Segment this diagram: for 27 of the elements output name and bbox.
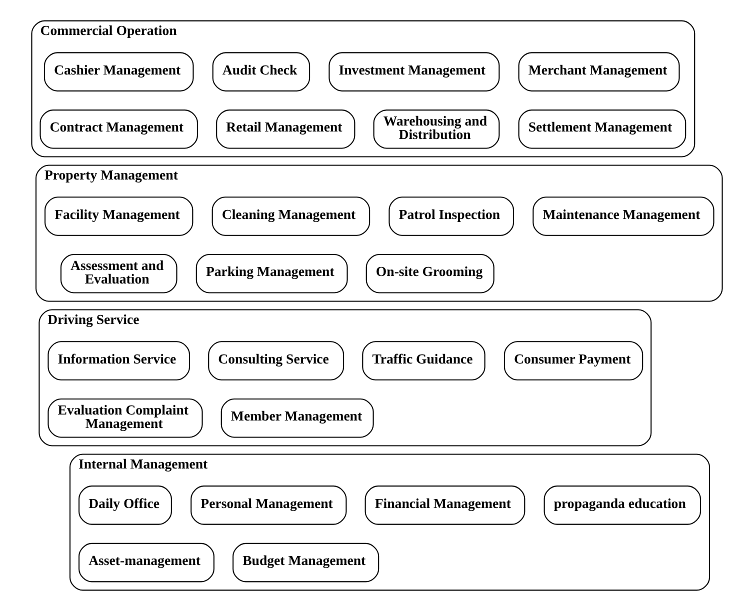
node-box: Asset-management bbox=[78, 542, 214, 582]
node-box: Patrol Inspection bbox=[388, 196, 514, 236]
node-box: Budget Management bbox=[232, 542, 379, 582]
node-box: On-site Grooming bbox=[365, 254, 494, 294]
node-box: Information Service bbox=[47, 341, 190, 380]
node-box: Parking Management bbox=[195, 254, 348, 294]
node-box: Maintenance Management bbox=[532, 196, 714, 236]
node-box: Facility Management bbox=[44, 196, 193, 236]
node-box: Consumer Payment bbox=[503, 341, 643, 380]
node-box: Settlement Management bbox=[518, 110, 686, 149]
node-box: Cleaning Management bbox=[211, 196, 370, 236]
node-box: Warehousing and Distribution bbox=[372, 110, 500, 149]
node-box: Traffic Guidance bbox=[362, 341, 485, 380]
node-box: Retail Management bbox=[216, 110, 355, 149]
node-box: Audit Check bbox=[212, 52, 310, 92]
node-box: Investment Management bbox=[328, 52, 500, 92]
node-box: Personal Management bbox=[190, 486, 346, 525]
node-box: Merchant Management bbox=[518, 52, 680, 92]
node-box: Evaluation Complaint Management bbox=[47, 398, 202, 438]
node-box: Cashier Management bbox=[43, 52, 194, 92]
node-box: Contract Management bbox=[39, 110, 198, 149]
node-box: Financial Management bbox=[364, 486, 525, 525]
node-box: Daily Office bbox=[78, 486, 172, 525]
node-box: Consulting Service bbox=[208, 341, 344, 380]
node-box: propaganda education bbox=[543, 486, 700, 525]
node-box: Member Management bbox=[220, 398, 374, 438]
node-box: Assessment and Evaluation bbox=[60, 254, 177, 294]
